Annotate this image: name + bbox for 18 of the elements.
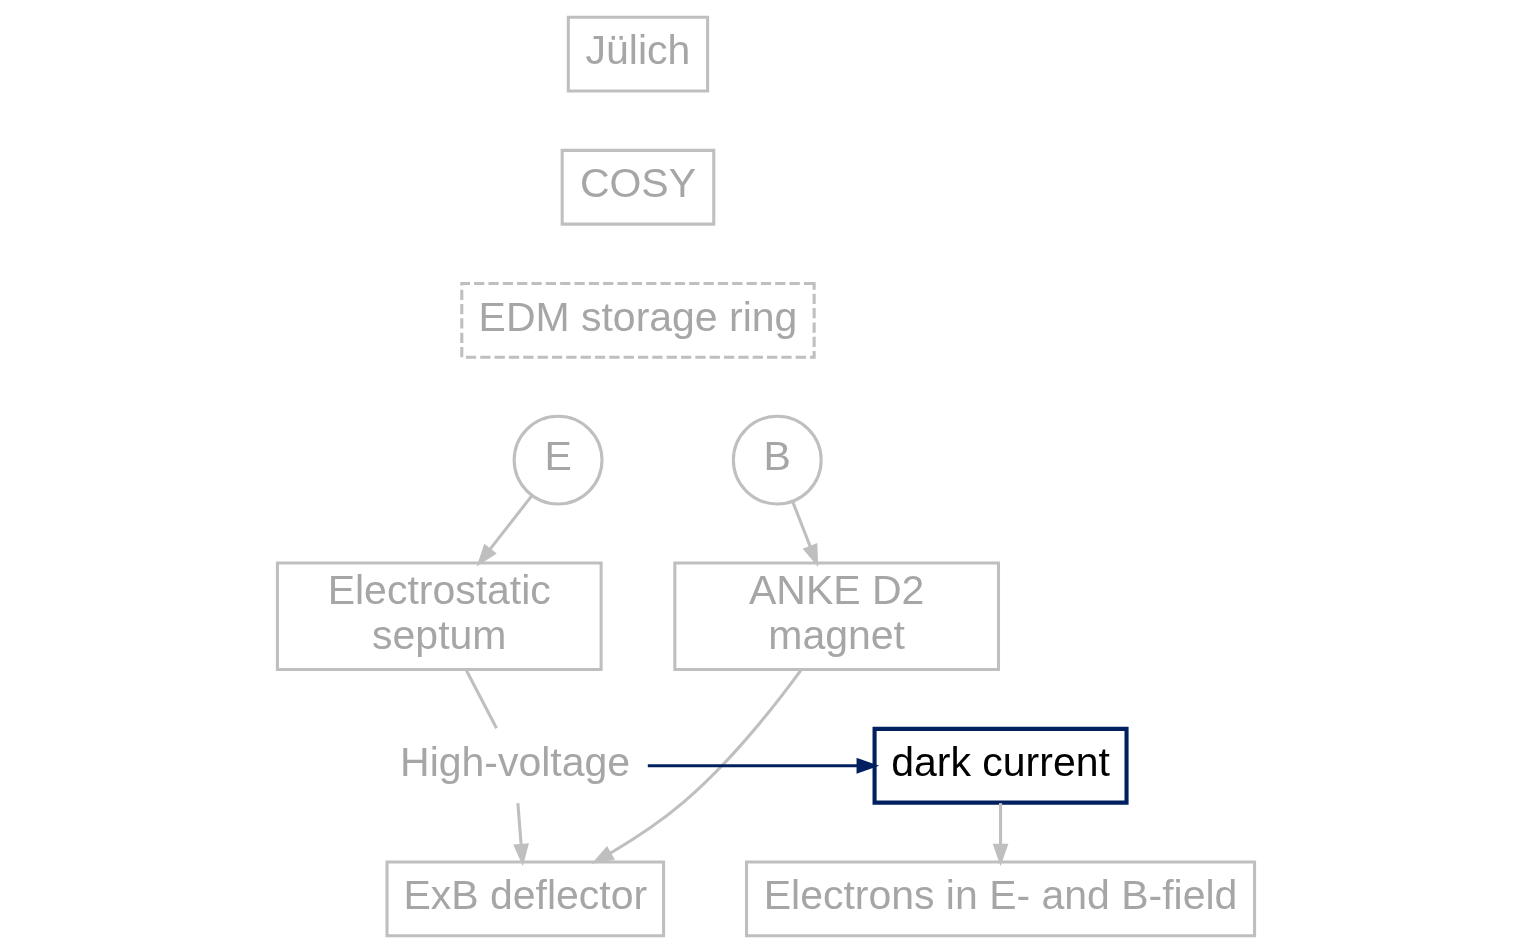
arrow xyxy=(647,757,880,774)
node-box: Jülich xyxy=(566,15,710,92)
node-box: Electrostatic septum xyxy=(275,560,603,671)
node-text: High-voltage xyxy=(400,738,631,785)
arrow xyxy=(476,493,534,566)
node-box: EDM storage ring xyxy=(460,281,816,359)
node-box: Electrons in E- and B-field xyxy=(745,860,1257,937)
node-box: dark current xyxy=(872,726,1129,805)
node-box: COSY xyxy=(560,148,716,226)
arrow xyxy=(513,802,529,866)
node-circle: E xyxy=(512,414,604,506)
arrow xyxy=(791,500,819,567)
node-box: ExB deflector xyxy=(385,860,666,937)
connector xyxy=(464,668,498,729)
node-circle: B xyxy=(731,414,823,506)
arrow xyxy=(992,802,1009,866)
arrow xyxy=(591,668,803,864)
node-box: ANKE D2 magnet xyxy=(673,560,1001,671)
